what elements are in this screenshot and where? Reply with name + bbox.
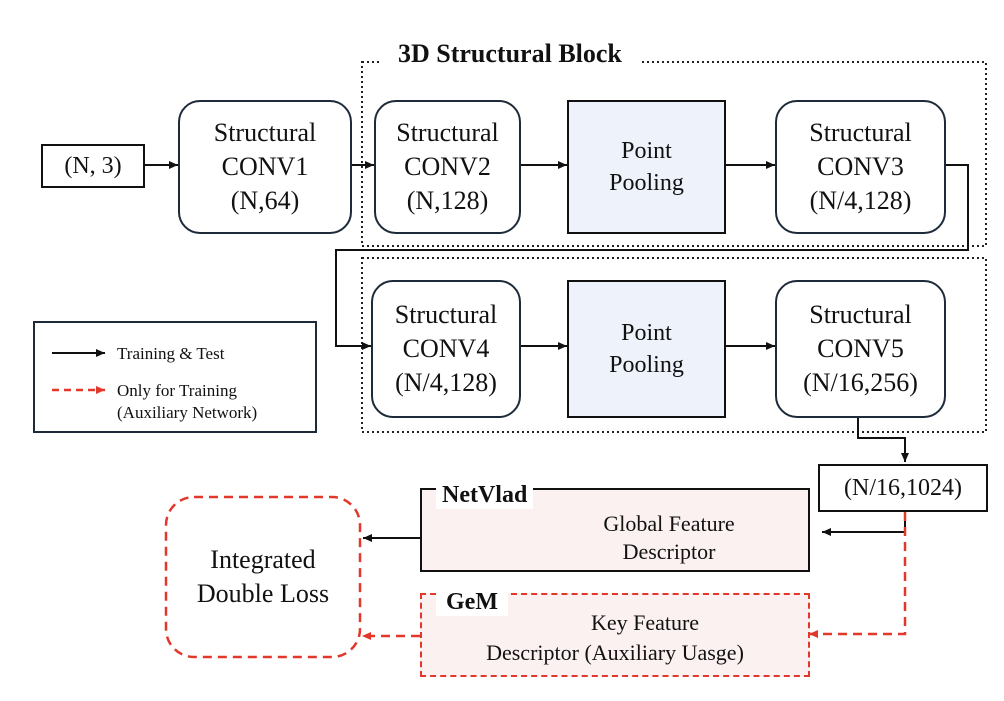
conv3-line2: CONV3	[817, 152, 904, 181]
loss-line2: Double Loss	[196, 579, 330, 608]
pool1-line1: Point	[621, 138, 672, 164]
conv1-line2: CONV1	[221, 152, 309, 181]
legend-dashed-label-1: Only for Training	[117, 381, 237, 400]
conv2-line1: Structural	[396, 118, 499, 147]
structural-block-top-outline	[361, 61, 987, 247]
arrow-conv5-to-feature	[857, 418, 909, 462]
conv5-line3: (N/16,256)	[803, 368, 918, 397]
conv2-node: Structural CONV2 (N,128)	[374, 100, 521, 234]
gem-line2: Descriptor (Auxiliary Uasge)	[486, 640, 744, 665]
conv5-line2: CONV5	[817, 334, 904, 363]
input-box: (N, 3)	[41, 144, 145, 188]
conv2-line2: CONV2	[404, 152, 491, 181]
gem-name: GeM	[436, 588, 508, 616]
legend-dashed-label-2: (Auxiliary Network)	[117, 403, 258, 422]
arrow-feature-to-netvlad	[822, 512, 906, 536]
arrow-conv3-to-conv4	[335, 164, 969, 350]
loss-node: Integrated Double Loss	[168, 499, 358, 655]
pool2-line2: Pooling	[609, 352, 684, 378]
conv4-line1: Structural	[394, 300, 498, 329]
structural-block-title: 3D Structural Block	[380, 38, 640, 70]
loss-outline	[164, 495, 362, 659]
conv4-line2: CONV4	[402, 334, 490, 363]
conv3-line1: Structural	[809, 118, 912, 147]
legend-solid-label: Training & Test	[117, 344, 225, 363]
point-pooling-1: Point Pooling	[567, 100, 726, 234]
legend: Training & Test Only for Training (Auxil…	[33, 321, 317, 433]
gem-line1: Key Feature	[590, 610, 700, 635]
netvlad-name: NetVlad	[436, 481, 534, 509]
netvlad-line2: Descriptor	[622, 539, 716, 564]
pool2-line1: Point	[621, 320, 672, 346]
conv1-node: Structural CONV1 (N,64)	[178, 100, 352, 234]
pool1-line2: Pooling	[609, 170, 684, 196]
conv4-line3: (N/4,128)	[395, 368, 497, 397]
feature-box: (N/16,1024)	[818, 464, 988, 512]
gem-box: Key Feature Descriptor (Auxiliary Uasge)	[420, 593, 810, 677]
conv5-line1: Structural	[809, 300, 912, 329]
conv1-line1: Structural	[213, 118, 317, 147]
conv4-node: Structural CONV4 (N/4,128)	[371, 280, 521, 418]
conv2-line3: (N,128)	[406, 186, 489, 215]
structural-block-bottom-outline	[361, 257, 987, 433]
feature-label: (N/16,1024)	[844, 475, 962, 501]
conv5-node: Structural CONV5 (N/16,256)	[775, 280, 946, 418]
loss-line1: Integrated	[210, 545, 316, 574]
conv3-line3: (N/4,128)	[809, 186, 912, 215]
conv1-line3: (N,64)	[230, 186, 300, 215]
conv3-node: Structural CONV3 (N/4,128)	[775, 100, 946, 234]
input-label: (N, 3)	[64, 153, 122, 179]
netvlad-line1: Global Feature	[603, 511, 735, 536]
point-pooling-2: Point Pooling	[567, 280, 726, 418]
dashed-arrow-feature-to-gem	[809, 512, 907, 638]
